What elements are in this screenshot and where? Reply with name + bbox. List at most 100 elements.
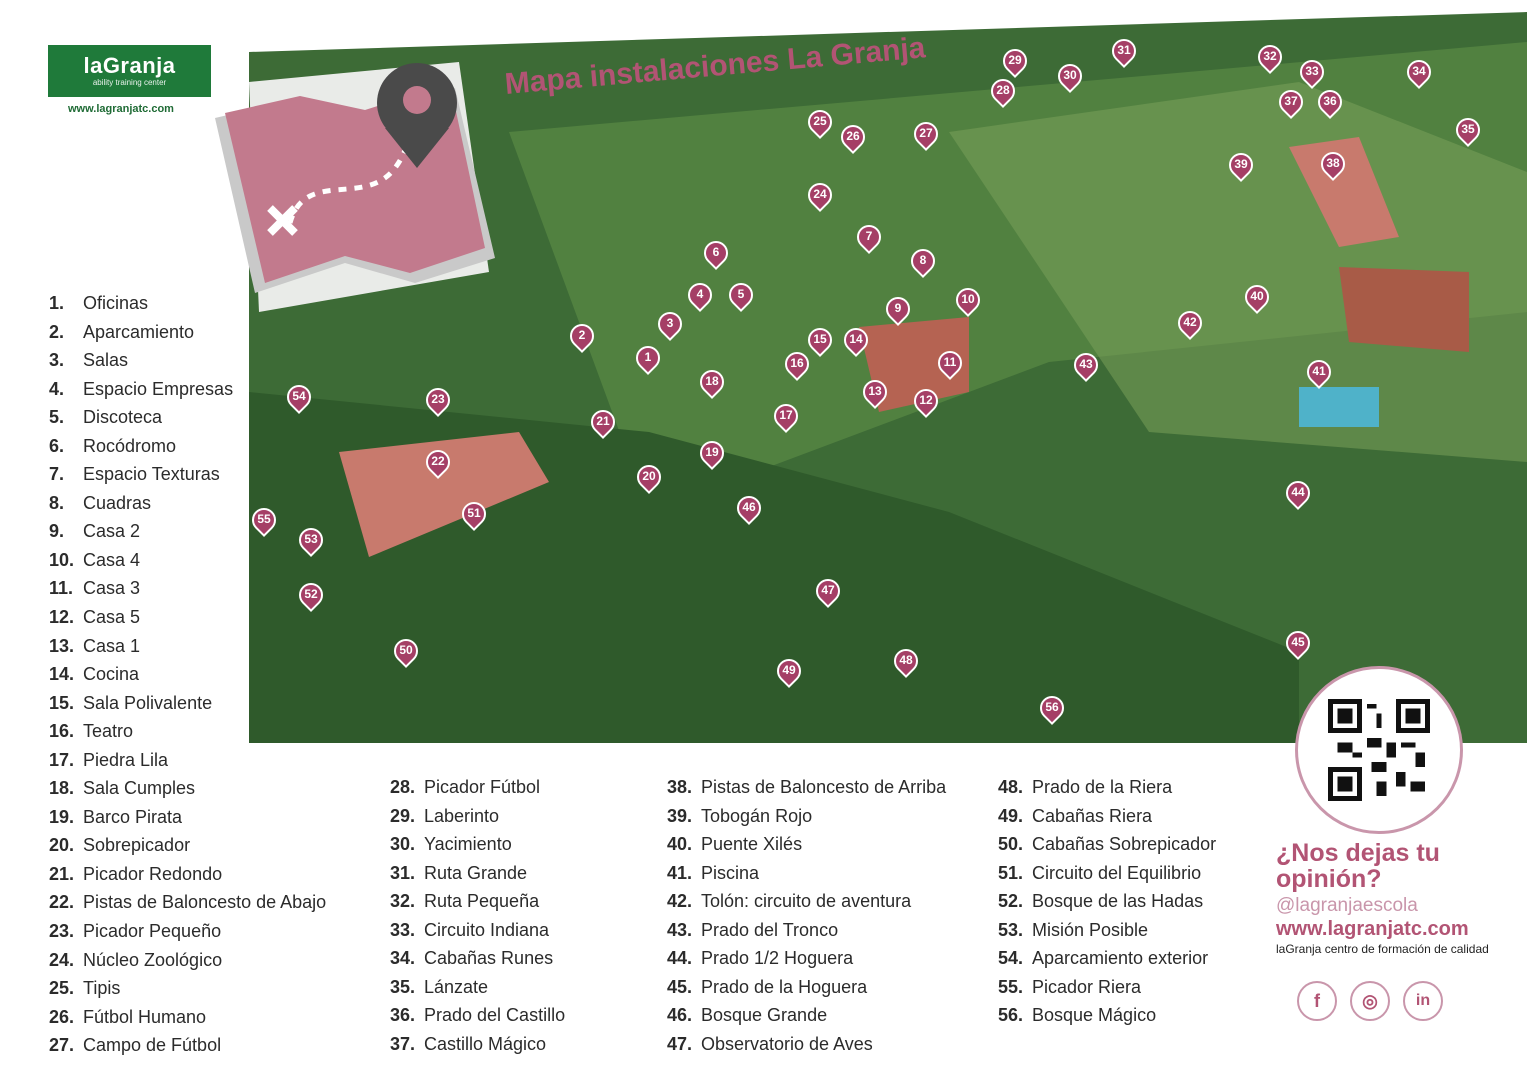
map-pin[interactable]: 13 [858,375,892,410]
legend-number: 43. [667,919,693,940]
map-pin[interactable]: 41 [1302,355,1336,390]
map-pin[interactable]: 16 [780,347,814,382]
map-pin[interactable]: 51 [457,497,491,532]
map-pin[interactable]: 23 [421,383,455,418]
map-pin[interactable]: 45 [1281,626,1315,661]
map-pin[interactable]: 8 [906,244,940,279]
map-pin[interactable]: 44 [1281,476,1315,511]
map-pin[interactable]: 11 [933,346,967,381]
legend-item: 55.Picador Riera [998,973,1216,1002]
legend-item: 17.Piedra Lila [49,746,326,775]
map-pin[interactable]: 38 [1316,147,1350,182]
legend-item: 56.Bosque Mágico [998,1001,1216,1030]
map-pin[interactable]: 20 [632,460,666,495]
map-pin[interactable]: 22 [421,445,455,480]
map-pin-number: 25 [813,114,827,128]
center-tagline: laGranja centro de formación de calidad [1276,942,1489,956]
facebook-icon[interactable]: f [1297,981,1337,1021]
map-pin[interactable]: 36 [1313,85,1347,120]
map-pin[interactable]: 35 [1451,113,1485,148]
map-pin[interactable]: 3 [653,307,687,342]
map-pin[interactable]: 21 [586,405,620,440]
legend-label: Ruta Pequeña [424,891,540,912]
legend-label: Prado del Tronco [701,919,839,940]
legend-label: Yacimiento [424,834,512,855]
legend-number: 2. [49,321,65,342]
map-pin[interactable]: 30 [1053,59,1087,94]
legend-label: Puente Xilés [701,834,803,855]
linkedin-icon[interactable]: in [1403,981,1443,1021]
legend-item: 21.Picador Redondo [49,860,326,889]
map-pin[interactable]: 43 [1069,348,1103,383]
legend-label: Piscina [701,862,760,883]
map-pin[interactable]: 39 [1224,148,1258,183]
map-pin[interactable]: 10 [951,283,985,318]
map-pin[interactable]: 49 [772,654,806,689]
map-pin[interactable]: 7 [852,220,886,255]
map-pin[interactable]: 52 [294,578,328,613]
map-pin[interactable]: 54 [282,380,316,415]
legend-number: 45. [667,976,693,997]
map-pin[interactable]: 6 [699,236,733,271]
map-pin[interactable]: 17 [769,399,803,434]
map-pin-number: 9 [894,301,902,315]
map-pin[interactable]: 14 [839,323,873,358]
map-pin[interactable]: 9 [881,292,915,327]
map-pin[interactable]: 48 [889,644,923,679]
map-pin[interactable]: 18 [695,365,729,400]
legend-item: 13.Casa 1 [49,632,326,661]
map-pin[interactable]: 28 [986,74,1020,109]
map-pin[interactable]: 27 [909,117,943,152]
legend-item: 32.Ruta Pequeña [390,887,565,916]
map-pin-number: 51 [467,506,481,520]
map-pin[interactable]: 26 [836,120,870,155]
instagram-icon[interactable]: ◎ [1350,981,1390,1021]
map-pin[interactable]: 1 [631,341,665,376]
map-pin-number: 1 [644,350,652,364]
legend-label: Casa 3 [83,578,141,599]
map-pin[interactable]: 32 [1253,40,1287,75]
logo-website[interactable]: www.lagranjatc.com [68,103,174,115]
map-pin-number: 21 [596,414,610,428]
map-pin[interactable]: 31 [1107,34,1141,69]
legend-item: 22.Pistas de Baloncesto de Abajo [49,888,326,917]
map-pin[interactable]: 50 [389,634,423,669]
map-pin[interactable]: 46 [732,491,766,526]
legend-label: Núcleo Zoológico [83,949,223,970]
map-pin[interactable]: 37 [1274,85,1308,120]
map-pin[interactable]: 12 [909,384,943,419]
map-pin-number: 5 [737,287,745,301]
legend-label: Prado de la Hoguera [701,976,868,997]
map-pin[interactable]: 34 [1402,55,1436,90]
map-pin[interactable]: 25 [803,105,837,140]
map-pin[interactable]: 55 [247,503,281,538]
map-pin[interactable]: 2 [565,319,599,354]
map-pin[interactable]: 29 [998,44,1032,79]
legend-number: 21. [49,863,75,884]
qr-code[interactable] [1328,699,1430,801]
legend-number: 31. [390,862,416,883]
map-pin[interactable]: 19 [695,436,729,471]
map-pin[interactable]: 56 [1035,691,1069,726]
map-pin[interactable]: 40 [1240,280,1274,315]
legend-item: 2.Aparcamiento [49,318,326,347]
map-pin[interactable]: 33 [1295,55,1329,90]
map-pin-number: 10 [961,292,975,306]
legend-item: 1.Oficinas [49,289,326,318]
legend-label: Bosque de las Hadas [1032,891,1204,912]
social-handle[interactable]: @lagranjaescola [1276,895,1418,916]
feedback-website[interactable]: www.lagranjatc.com [1276,918,1469,940]
legend-label: Cabañas Runes [424,948,554,969]
legend-item: 5.Discoteca [49,403,326,432]
map-pin[interactable]: 47 [811,574,845,609]
map-pin[interactable]: 42 [1173,306,1207,341]
legend-item: 45. Prado de la Hoguera [667,973,946,1002]
map-pin[interactable]: 15 [803,323,837,358]
map-pin-number: 31 [1117,43,1131,57]
map-pin[interactable]: 24 [803,178,837,213]
feedback-question: ¿Nos dejas tu opinión? [1276,839,1440,893]
legend-number: 30. [390,834,416,855]
map-pin[interactable]: 4 [683,278,717,313]
map-pin[interactable]: 5 [724,278,758,313]
map-pin[interactable]: 53 [294,523,328,558]
